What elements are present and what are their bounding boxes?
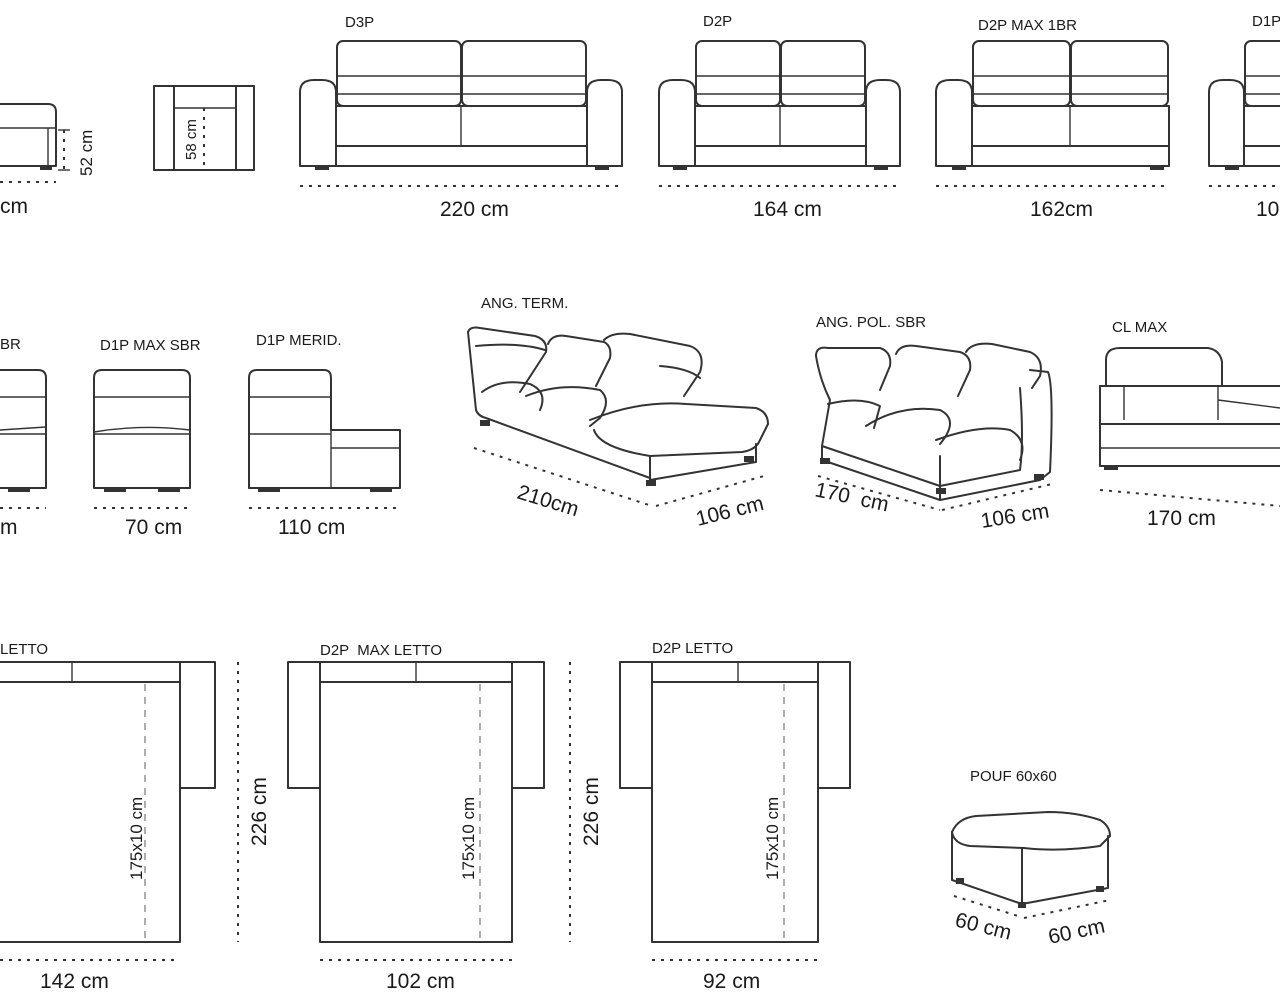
d2p-max-1br-sofa-drawing [935,40,1170,187]
letto-partial-width-label: 142 cm [40,970,109,993]
ang-pol-sbr-depth-label: 106 cm [979,499,1051,532]
d3p-width-label: 220 cm [440,198,509,221]
d2p-letto-name-label: D2P LETTO [652,640,733,657]
d2p-max-letto-bed-label: 175x10 cm [459,797,478,880]
left-partial-width-label: cm [0,195,28,218]
letto-partial-length-label: 226 cm [248,777,271,846]
d1p-partial-width-label: 10 [1256,198,1279,221]
left-partial-height-label: 52 cm [77,130,96,176]
d3p-sofa-drawing [299,40,623,187]
letto-partial-name-label: LETTO [0,641,48,658]
d2p-max-1br-width-label: 162cm [1030,198,1093,221]
side-view-height-label: 58 cm [183,119,200,160]
d2p-name-label: D2P [703,13,732,30]
cl-max-drawing [1099,347,1280,507]
d1p-max-sbr-drawing [93,369,191,509]
ang-pol-sbr-width-label: 170 cm [813,478,891,516]
ang-term-drawing [467,326,769,507]
pouf-name-label: POUF 60x60 [970,768,1057,785]
d2p-max-letto-drawing [287,661,571,961]
d1p-merid-drawing [248,369,401,509]
pouf-drawing [951,811,1111,919]
ang-term-width-label: 210cm [515,481,582,521]
d1p-partial-name-label: D1P [1252,13,1280,30]
ang-term-depth-label: 106 cm [694,492,766,531]
partial-sbr-drawing [0,369,47,509]
d2p-max-letto-length-label: 226 cm [580,777,603,846]
left-partial-sofa-drawing [0,103,70,183]
cl-max-name-label: CL MAX [1112,319,1167,336]
cl-max-width-label: 170 cm [1147,507,1216,530]
letto-partial-drawing [0,661,239,961]
d1p-merid-name-label: D1P MERID. [256,332,342,349]
d2p-letto-width-label: 92 cm [703,970,760,993]
d2p-max-1br-name-label: D2P MAX 1BR [978,17,1077,34]
ang-pol-sbr-name-label: ANG. POL. SBR [816,314,926,331]
d2p-letto-bed-label: 175x10 cm [763,797,782,880]
partial-sbr-width-label: m [0,516,18,539]
d2p-sofa-drawing [658,40,901,187]
d1p-merid-width-label: 110 cm [278,516,345,539]
pouf-depth-label: 60 cm [1046,915,1107,949]
ang-pol-sbr-drawing [815,342,1053,511]
d1p-partial-drawing [1208,40,1280,187]
d1p-max-sbr-name-label: D1P MAX SBR [100,337,201,354]
d3p-name-label: D3P [345,14,374,31]
side-view-drawing [153,85,255,171]
d2p-max-letto-name-label: D2P MAX LETTO [320,642,442,659]
pouf-width-label: 60 cm [953,909,1014,945]
d2p-width-label: 164 cm [753,198,822,221]
partial-sbr-name-label: BR [0,336,21,353]
d1p-max-sbr-width-label: 70 cm [125,516,182,539]
d2p-max-letto-width-label: 102 cm [386,970,455,993]
d2p-letto-drawing [619,661,851,961]
ang-term-name-label: ANG. TERM. [481,295,568,312]
letto-partial-bed-label: 175x10 cm [127,797,146,880]
